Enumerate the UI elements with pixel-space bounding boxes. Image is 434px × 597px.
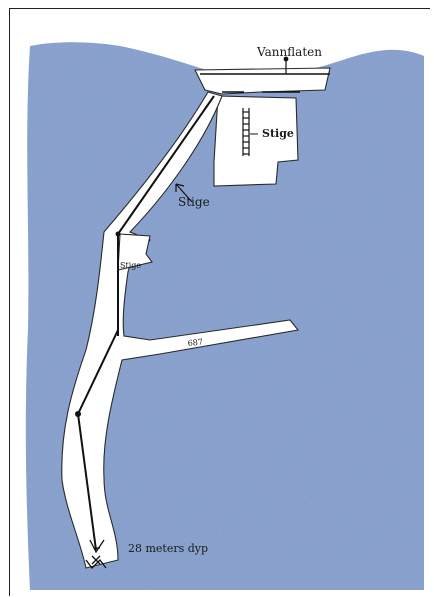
ladder-shaft-label: Stige (262, 127, 294, 140)
depth-label: 28 meters dyp (128, 542, 208, 555)
line-marker-2 (116, 232, 121, 237)
ladder-side-label: Stige (120, 261, 141, 270)
surface-pool (195, 68, 330, 94)
side-passage-label: 687 (187, 337, 203, 348)
surface-label: Vannflaten (256, 45, 322, 59)
ladder-upper-label: Stige (178, 195, 210, 209)
line-marker-1 (75, 411, 81, 417)
